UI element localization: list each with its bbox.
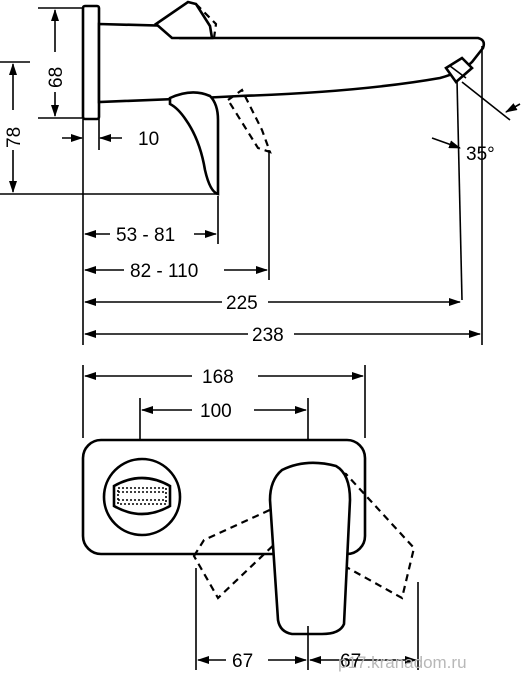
watermark: p17.kranadom.ru bbox=[338, 653, 467, 672]
dim-plate-thickness: 10 bbox=[138, 129, 159, 150]
dim-handle-range-2: 82 - 110 bbox=[130, 261, 198, 282]
dim-handle-swing-right: 67 bbox=[340, 651, 361, 672]
wall-plate bbox=[81, 4, 101, 121]
dim-spout-reach-tip: 225 bbox=[226, 293, 258, 314]
dim-spout-reach-total: 238 bbox=[252, 325, 284, 346]
lever-handle-front bbox=[268, 461, 352, 636]
side-view: 35° 68 78 10 53 - 81 82 - 110 225 bbox=[0, 0, 521, 346]
lever-handle-top bbox=[153, 0, 214, 40]
dim-plate-width: 168 bbox=[202, 367, 234, 388]
lever-alternate-position bbox=[226, 88, 272, 154]
aerator bbox=[444, 56, 474, 84]
lever-left-swing bbox=[192, 496, 302, 600]
dim-flow-angle: 35° bbox=[466, 144, 495, 165]
dim-handle-range-1: 53 - 81 bbox=[116, 225, 175, 246]
spout-body bbox=[97, 22, 486, 104]
lever-base bbox=[168, 91, 220, 196]
dim-axis-spacing: 100 bbox=[200, 401, 232, 422]
dim-total-height: 78 bbox=[4, 127, 25, 148]
dim-handle-swing-left: 67 bbox=[232, 651, 253, 672]
dim-plate-height: 68 bbox=[46, 67, 67, 88]
front-view: 168 100 67 67 bbox=[81, 364, 419, 672]
spout-outlet bbox=[102, 457, 182, 537]
